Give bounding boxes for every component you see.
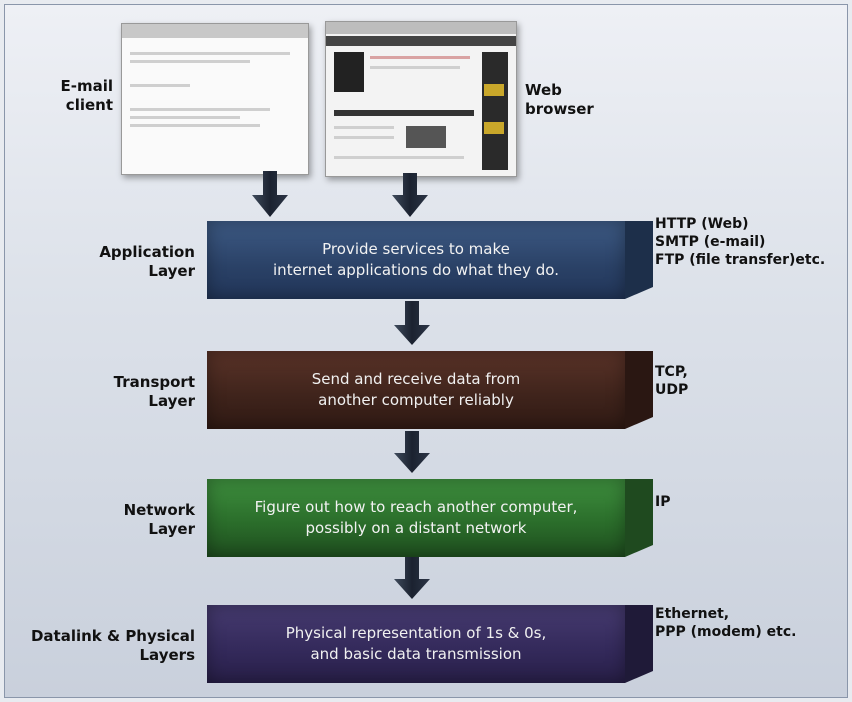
application-layer-protocols: HTTP (Web) SMTP (e-mail) FTP (file trans… (655, 216, 826, 268)
application-layer-description: Provide services to make internet applic… (207, 221, 625, 299)
web-browser-screenshot (325, 21, 517, 177)
web-browser-label: Web browser (525, 81, 594, 118)
application-layer-label: Application Layer (99, 243, 195, 280)
email-client-label: E-mail client (60, 77, 113, 114)
arrow-application-to-transport (394, 301, 430, 345)
network-layer-3d-edge (625, 479, 653, 557)
transport-layer-3d-edge (625, 351, 653, 429)
flow-arrows (252, 171, 430, 599)
application-layer-3d-edge (625, 221, 653, 299)
transport-layer-protocols: TCP, UDP (655, 364, 689, 398)
network-layer-label: Network Layer (123, 501, 195, 538)
arrow-browser-to-application (392, 173, 428, 217)
arrow-network-to-datalink (394, 557, 430, 599)
arrow-email-to-application (252, 171, 288, 217)
transport-layer-description: Send and receive data from another compu… (207, 351, 625, 429)
osi-diagram-frame: E-mail client Web browser Application La… (4, 4, 848, 698)
datalink-physical-layer-3d-edge (625, 605, 653, 683)
email-client-screenshot (121, 23, 309, 175)
datalink-physical-layer-label: Datalink & Physical Layers (30, 627, 195, 664)
network-layer-description: Figure out how to reach another computer… (207, 479, 625, 557)
transport-layer-label: Transport Layer (113, 373, 195, 410)
datalink-physical-layer-protocols: Ethernet, PPP (modem) etc. (655, 606, 797, 640)
network-layer-protocols: IP (655, 494, 671, 510)
arrow-transport-to-network (394, 431, 430, 473)
datalink-physical-layer-description: Physical representation of 1s & 0s, and … (207, 605, 625, 683)
